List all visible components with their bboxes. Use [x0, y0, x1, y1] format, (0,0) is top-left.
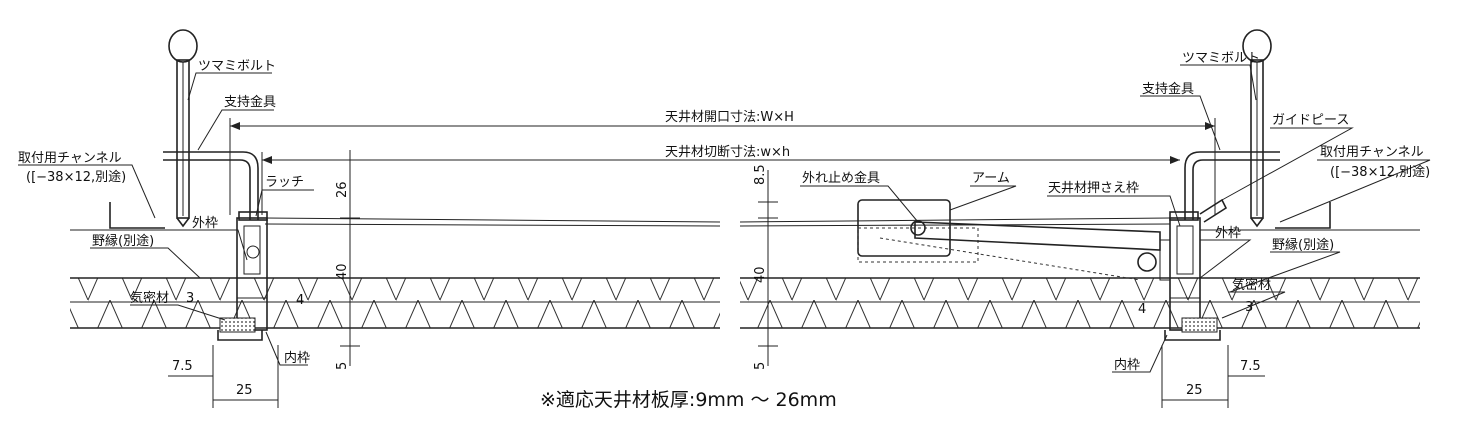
label-outer-frame-right: 外枠: [1215, 226, 1241, 241]
vertical-dims-right: [758, 170, 778, 366]
label-opening-dimension: 天井材開口寸法:W×H: [665, 110, 794, 125]
arm-open-position: [879, 237, 1141, 281]
label-mount-channel-spec-left: ([−38×12,別途): [26, 169, 126, 185]
dim-5-left: 5: [335, 362, 350, 370]
ceiling-board-left: [70, 277, 720, 329]
dim-40-right: 40: [753, 266, 768, 283]
label-airtight-right: 気密材: [1232, 277, 1271, 293]
support-bracket-right-inner: [1192, 159, 1280, 220]
label-furring-right: 野縁(別途): [1272, 237, 1334, 253]
applicable-thickness-note: ※適応天井材板厚:9mm 〜 26mm: [540, 389, 837, 411]
label-cut-dimension: 天井材切断寸法:w×h: [665, 145, 790, 160]
label-furring-left: 野縁(別途): [92, 233, 154, 249]
dim-26: 26: [335, 181, 350, 198]
knob-bolt-left: [168, 29, 198, 228]
dim-25-right: 25: [1186, 383, 1203, 398]
board-top-line-left: [264, 217, 721, 223]
mount-channel-left: [109, 202, 165, 229]
inner-frame-left: [217, 330, 263, 341]
label-support-bracket-right: 支持金具: [1142, 81, 1194, 97]
label-mount-channel-left: 取付用チャンネル: [18, 151, 122, 166]
knob-bolt-right: [1242, 29, 1272, 228]
inner-frame-right: [1164, 330, 1221, 341]
support-bracket-left-inner: [163, 159, 251, 220]
label-outer-frame-left: 外枠: [192, 216, 218, 231]
label-mount-channel-right: 取付用チャンネル: [1320, 145, 1424, 160]
label-latch: ラッチ: [265, 175, 304, 190]
opening-dimension-line: [229, 118, 1216, 215]
ceiling-board-right: [740, 277, 1420, 329]
dim-40-left: 40: [335, 263, 350, 280]
vertical-dims-left: [340, 150, 360, 366]
cut-dimension-line: [261, 152, 1180, 215]
label-knob-bolt-right: ツマミボルト: [1182, 51, 1260, 66]
label-ceiling-holding-frame: 天井材押さえ枠: [1048, 181, 1139, 196]
dim-5-right: 5: [753, 362, 768, 370]
support-bracket-left: [163, 151, 259, 220]
arm: [914, 221, 1161, 251]
dim-4-right: 4: [1138, 302, 1146, 317]
label-knob-bolt-left: ツマミボルト: [198, 59, 276, 74]
detach-stopper-dashed: [857, 227, 979, 263]
board-top-line-right-2: [739, 223, 1171, 227]
label-arm: アーム: [972, 171, 1010, 186]
leaders: [18, 64, 1431, 373]
dim-8-5: 8.5: [753, 164, 768, 185]
dim-7-5-right: 7.5: [1240, 359, 1261, 374]
dim-3-left: 3: [186, 291, 194, 306]
dim-7-5-left: 7.5: [172, 359, 193, 374]
label-guide-piece: ガイドピース: [1272, 113, 1349, 128]
label-mount-channel-spec-right: ([−38×12,別途): [1330, 164, 1430, 180]
board-top-line-left-2: [264, 223, 721, 227]
dim-25-left: 25: [236, 383, 253, 398]
dim-3-right: 3: [1245, 300, 1253, 315]
mount-channel-right: [1275, 202, 1331, 229]
label-support-bracket-left: 支持金具: [224, 94, 276, 110]
label-inner-frame-right: 内枠: [1114, 357, 1140, 373]
airtight-seal-right: [1181, 317, 1218, 333]
label-inner-frame-left: 内枠: [284, 350, 310, 366]
support-bracket-right: [1184, 151, 1280, 220]
airtight-seal-left: [219, 317, 256, 333]
arm-pivot: [1137, 252, 1157, 272]
dim-4-left: 4: [296, 293, 304, 308]
bottom-dims-right: [1161, 345, 1265, 408]
board-top-line-right: [739, 217, 1171, 223]
label-airtight-left: 気密材: [130, 290, 169, 306]
bottom-dims-left: [168, 345, 279, 408]
label-detach-stopper: 外れ止め金具: [802, 170, 880, 186]
